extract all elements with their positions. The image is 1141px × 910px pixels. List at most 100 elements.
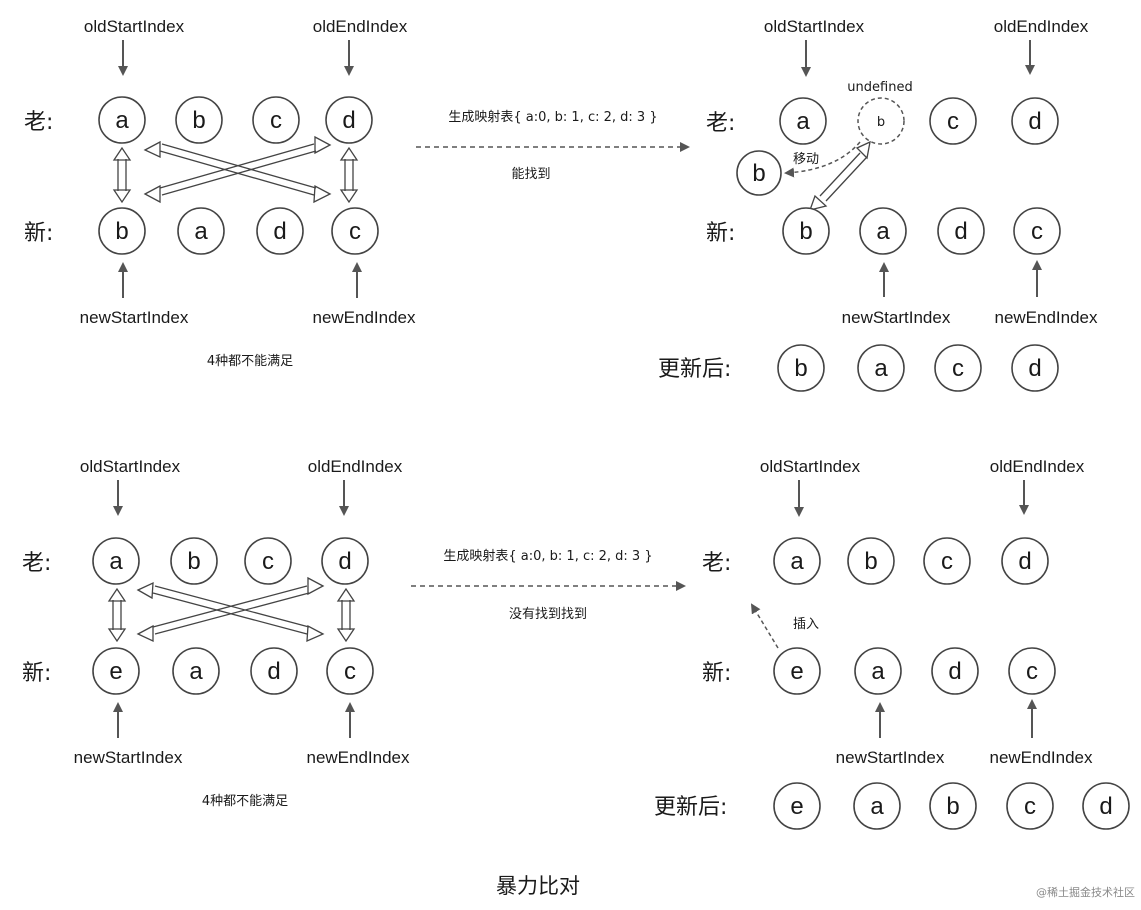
updated-node: c <box>934 344 982 392</box>
moved-node: b <box>736 150 782 196</box>
svg-text:d: d <box>342 107 355 134</box>
new-start-index-label: newStartIndex <box>842 308 951 327</box>
old-start-index-label: oldStartIndex <box>760 457 861 476</box>
svg-text:e: e <box>790 793 803 820</box>
move-label: 移动 <box>793 152 819 167</box>
updated-row-label: 更新后: <box>658 357 731 382</box>
new-node: a <box>177 207 225 255</box>
svg-text:c: c <box>1024 793 1036 820</box>
compare-double-arrow <box>107 587 127 643</box>
old-node: c <box>923 537 971 585</box>
updated-row-label: 更新后: <box>654 795 727 820</box>
svg-text:d: d <box>1028 108 1041 135</box>
compare-double-arrow <box>339 146 359 204</box>
svg-text:b: b <box>946 793 959 820</box>
new-start-index-label: newStartIndex <box>836 748 945 767</box>
svg-text:d: d <box>1028 355 1041 382</box>
new-node: c <box>1008 647 1056 695</box>
found-caption: 能找到 <box>511 167 550 182</box>
old-node: b <box>170 537 218 585</box>
new-start-index-label: newStartIndex <box>74 748 183 767</box>
new-row-label: 新: <box>702 661 731 686</box>
new-node: e <box>773 647 821 695</box>
svg-text:c: c <box>947 108 959 135</box>
match-double-arrow <box>808 140 871 211</box>
svg-text:c: c <box>1026 658 1038 685</box>
svg-text:a: a <box>115 107 129 134</box>
svg-text:a: a <box>876 218 890 245</box>
new-end-index-label: newEndIndex <box>312 308 416 327</box>
new-node: e <box>92 647 140 695</box>
svg-text:d: d <box>267 658 280 685</box>
svg-text:c: c <box>941 548 953 575</box>
updated-node: b <box>777 344 825 392</box>
top-transition: 生成映射表{ a:0, b: 1, c: 2, d: 3 } 能找到 <box>416 109 690 182</box>
old-start-index-label: oldStartIndex <box>84 17 185 36</box>
old-row-label: 老: <box>702 551 731 576</box>
svg-text:a: a <box>194 218 208 245</box>
old-end-index-label: oldEndIndex <box>308 457 403 476</box>
new-node: b <box>782 207 830 255</box>
updated-node: d <box>1082 782 1130 830</box>
svg-text:b: b <box>877 115 885 130</box>
svg-text:c: c <box>1031 218 1043 245</box>
map-table-caption: 生成映射表{ a:0, b: 1, c: 2, d: 3 } <box>448 109 657 125</box>
new-node: d <box>937 207 985 255</box>
old-start-index-label: oldStartIndex <box>80 457 181 476</box>
compare-double-arrow <box>336 587 356 643</box>
new-node: a <box>859 207 907 255</box>
old-node: a <box>98 96 146 144</box>
new-end-index-label: newEndIndex <box>994 308 1098 327</box>
svg-text:c: c <box>952 355 964 382</box>
old-start-index-label: oldStartIndex <box>764 17 865 36</box>
svg-text:a: a <box>870 793 884 820</box>
new-node: c <box>1013 207 1061 255</box>
new-row-label: 新: <box>706 221 735 246</box>
svg-text:d: d <box>338 548 351 575</box>
svg-text:e: e <box>790 658 803 685</box>
undefined-old-node: b <box>857 97 905 145</box>
svg-text:a: a <box>790 548 804 575</box>
old-node: c <box>252 96 300 144</box>
old-node: d <box>1001 537 1049 585</box>
move-arrow <box>784 141 861 178</box>
svg-text:b: b <box>799 218 812 245</box>
compare-cross-arrow <box>136 576 325 643</box>
old-node: d <box>325 96 373 144</box>
old-end-index-label: oldEndIndex <box>994 17 1089 36</box>
svg-text:b: b <box>187 548 200 575</box>
top-left-panel: oldStartIndex oldEndIndex 老: a b c d 新: … <box>24 17 416 369</box>
new-row-label: 新: <box>24 221 53 246</box>
bottom-transition: 生成映射表{ a:0, b: 1, c: 2, d: 3 } 没有找到找到 <box>411 548 686 622</box>
old-row-label: 老: <box>706 111 735 136</box>
svg-text:a: a <box>109 548 123 575</box>
updated-node: c <box>1006 782 1054 830</box>
svg-text:c: c <box>344 658 356 685</box>
svg-text:a: a <box>796 108 810 135</box>
svg-text:d: d <box>273 218 286 245</box>
old-node: b <box>847 537 895 585</box>
svg-text:b: b <box>192 107 205 134</box>
updated-node: a <box>857 344 905 392</box>
svg-text:d: d <box>1018 548 1031 575</box>
svg-text:e: e <box>109 658 122 685</box>
old-row-label: 老: <box>22 551 51 576</box>
new-node: a <box>172 647 220 695</box>
new-node: c <box>326 647 374 695</box>
none-match-caption: 4种都不能满足 <box>202 794 288 809</box>
svg-text:b: b <box>115 218 128 245</box>
diagram-title: 暴力比对 <box>496 874 580 898</box>
updated-node: b <box>929 782 977 830</box>
old-end-index-label: oldEndIndex <box>990 457 1085 476</box>
new-row-label: 新: <box>22 661 51 686</box>
new-node: d <box>256 207 304 255</box>
compare-cross-arrow <box>143 135 332 204</box>
new-node: d <box>931 647 979 695</box>
old-node: d <box>1011 97 1059 145</box>
old-node: b <box>175 96 223 144</box>
insert-label: 插入 <box>793 617 819 632</box>
bottom-left-panel: oldStartIndex oldEndIndex 老: a b c d 新: … <box>22 457 410 809</box>
svg-text:d: d <box>1099 793 1112 820</box>
old-node: a <box>773 537 821 585</box>
new-end-index-label: newEndIndex <box>306 748 410 767</box>
